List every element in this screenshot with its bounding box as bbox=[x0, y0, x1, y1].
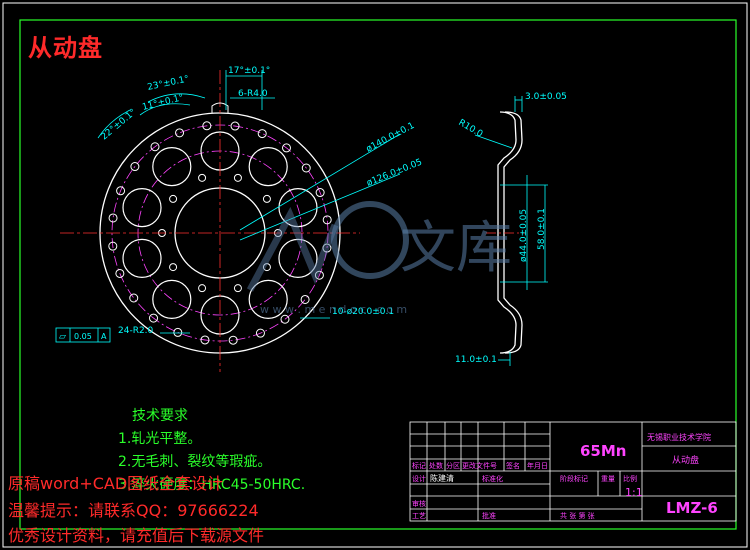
front-dim-lines bbox=[55, 70, 401, 343]
large-hole bbox=[278, 238, 318, 278]
tb-date: 年月日 bbox=[527, 461, 548, 470]
small-holes bbox=[108, 121, 332, 345]
tb-approve: 批准 bbox=[482, 511, 496, 520]
dim-17: 17°±0.1° bbox=[228, 66, 270, 76]
small-hole bbox=[116, 186, 126, 196]
tb-zone: 分区 bbox=[446, 461, 460, 470]
notes-line-1: 1.轧光平整。 bbox=[118, 431, 202, 447]
dim-22: 22°±0.1° bbox=[100, 107, 139, 142]
small-hole bbox=[255, 328, 265, 338]
large-hole bbox=[122, 188, 162, 228]
small-hole bbox=[129, 293, 139, 303]
dim-r20: 24-R2.0 bbox=[118, 326, 154, 336]
small-hole bbox=[115, 268, 125, 278]
top-notch bbox=[211, 102, 229, 113]
drawing-title: 从动盘 bbox=[28, 34, 103, 62]
tb-process: 工艺 bbox=[412, 512, 426, 520]
dim-hole20: 10-ø20.0±0.1 bbox=[332, 307, 394, 317]
promo-line-1: 原稿word+CAD图纸全套设计 bbox=[8, 474, 224, 493]
dim-phi126: ø126.0±0.05 bbox=[365, 157, 423, 188]
large-hole bbox=[248, 279, 288, 319]
inner-small-hole bbox=[198, 284, 207, 293]
tb-change-doc: 更改文件号 bbox=[462, 461, 497, 470]
datum-label: A bbox=[101, 332, 107, 341]
technical-notes: 技术要求 1.轧光平整。 2.无毛刺、裂纹等瑕疵。 3.淬火硬度：HRC45-5… bbox=[118, 405, 305, 497]
tb-designer: 陈建清 bbox=[430, 473, 454, 483]
large-hole bbox=[248, 147, 288, 187]
dim-r40: 6-R4.0 bbox=[238, 89, 268, 99]
side-dim-lines bbox=[474, 96, 548, 366]
inner-small-hole bbox=[262, 194, 271, 203]
flatness-symbol: ▱ bbox=[59, 332, 66, 342]
tb-design: 设计 bbox=[412, 474, 426, 483]
large-hole bbox=[152, 279, 192, 319]
small-hole bbox=[315, 188, 325, 198]
dim-phi44: ø44.0±0.05 bbox=[519, 209, 529, 262]
dim-h58: 58.0±0.1 bbox=[537, 208, 547, 250]
inner-small-hole bbox=[233, 173, 242, 182]
tb-material: 65Mn bbox=[580, 442, 626, 460]
dim-phi140: ø140.0±0.1 bbox=[365, 121, 417, 155]
inner-small-hole bbox=[233, 284, 242, 293]
small-hole bbox=[301, 163, 311, 173]
notes-line-3: 3.淬火硬度：HRC45-50HRC. bbox=[118, 477, 306, 493]
small-hole bbox=[108, 241, 118, 251]
dim-w11: 11.0±0.1 bbox=[455, 355, 497, 365]
promo-line-3: 优秀设计资料，请充值后下载源文件 bbox=[8, 526, 265, 545]
tb-mark: 标记 bbox=[412, 461, 426, 470]
tb-ratio: 比例 bbox=[623, 474, 637, 483]
tb-part-name: 从动盘 bbox=[672, 454, 699, 466]
small-hole bbox=[130, 162, 140, 172]
small-hole bbox=[108, 213, 118, 223]
inner-small-hole bbox=[169, 263, 178, 272]
tb-sign: 签名 bbox=[506, 461, 520, 470]
large-holes bbox=[122, 131, 318, 335]
inner-small-hole bbox=[198, 173, 207, 182]
small-hole bbox=[314, 270, 324, 280]
notes-line-2: 2.无毛刺、裂纹等瑕疵。 bbox=[118, 454, 272, 470]
inner-frame bbox=[19, 19, 737, 530]
tb-sheets: 共 张 第 张 bbox=[560, 511, 595, 520]
notes-heading: 技术要求 bbox=[132, 408, 188, 424]
dim-23: 23°±0.1° bbox=[147, 74, 190, 93]
small-hole bbox=[281, 143, 291, 153]
small-hole bbox=[230, 121, 240, 131]
large-hole bbox=[152, 147, 192, 187]
tb-scale: 1:1 bbox=[625, 486, 643, 499]
dim-r10: R10.0 bbox=[457, 118, 485, 140]
tb-weight: 重量 bbox=[601, 475, 615, 483]
tb-count: 处数 bbox=[429, 461, 443, 470]
small-hole bbox=[300, 294, 310, 304]
small-hole bbox=[202, 121, 212, 131]
small-hole bbox=[257, 129, 267, 139]
title-block bbox=[409, 421, 737, 522]
side-view bbox=[486, 111, 526, 354]
tb-review: 审核 bbox=[412, 499, 426, 508]
large-hole bbox=[122, 238, 162, 278]
dim-t30: 3.0±0.05 bbox=[525, 92, 567, 102]
small-hole bbox=[280, 314, 290, 324]
small-hole bbox=[149, 313, 159, 323]
flatness-value: 0.05 bbox=[74, 332, 92, 341]
tb-stage-mark: 阶段标记 bbox=[560, 474, 588, 483]
tb-drawing-no: LMZ-6 bbox=[666, 499, 718, 517]
small-hole bbox=[322, 243, 332, 253]
inner-small-hole bbox=[262, 263, 271, 272]
large-hole bbox=[278, 188, 318, 228]
tb-school: 无锡职业技术学院 bbox=[647, 432, 711, 442]
small-hole bbox=[175, 128, 185, 138]
small-hole bbox=[228, 335, 238, 345]
promo-line-2: 温馨提示：请联系QQ：97666224 bbox=[8, 501, 259, 520]
small-hole bbox=[173, 327, 183, 337]
tb-standard: 标准化 bbox=[482, 474, 503, 483]
small-hole bbox=[200, 335, 210, 345]
small-hole bbox=[150, 142, 160, 152]
front-view bbox=[60, 70, 360, 372]
inner-small-hole bbox=[169, 194, 178, 203]
